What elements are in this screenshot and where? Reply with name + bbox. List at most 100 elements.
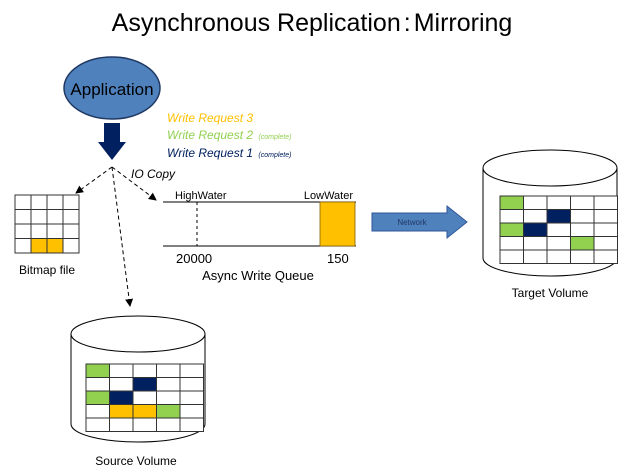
grid-cell (179, 363, 204, 378)
grid-cell (14, 209, 32, 225)
grid-cell (14, 194, 32, 210)
grid-cell (132, 390, 157, 405)
io-copy-label: IO Copy (131, 167, 176, 181)
write-request-2: Write Request 2 (complete) (167, 128, 291, 142)
grid-cell (156, 390, 181, 405)
grid-cell (30, 194, 48, 210)
grid-cell (546, 249, 571, 264)
network-arrow: Network (371, 204, 468, 240)
grid-cell (85, 417, 110, 432)
grid-cell-filled (499, 222, 524, 237)
network-label: Network (397, 218, 427, 227)
target-grid (499, 195, 618, 264)
grid-cell (62, 223, 80, 239)
grid-cell (179, 377, 204, 392)
grid-cell (546, 236, 571, 251)
bitmap-grid (14, 194, 80, 254)
grid-cell (132, 417, 157, 432)
network-arrow-shape (371, 204, 468, 240)
grid-cell (14, 223, 32, 239)
grid-cell (179, 417, 204, 432)
grid-cell (156, 417, 181, 432)
grid-cell (62, 194, 80, 210)
arrow-to-source-volume (111, 166, 134, 307)
grid-cell-filled (109, 390, 134, 405)
queue-fill-block (319, 201, 356, 247)
application-label: Application (70, 80, 153, 99)
grid-cell (46, 194, 64, 210)
grid-cell (523, 249, 548, 264)
grid-cell-filled (546, 209, 571, 224)
low-water-value: 150 (327, 251, 349, 266)
source-cylinder-top (70, 315, 206, 353)
bitmap-label: Bitmap file (19, 263, 75, 277)
grid-cell (132, 363, 157, 378)
grid-cell (523, 195, 548, 210)
grid-cell (62, 209, 80, 225)
grid-cell (14, 238, 32, 254)
grid-cell-filled (523, 222, 548, 237)
application-ellipse (63, 56, 161, 120)
grid-cell (546, 222, 571, 237)
grid-cell (109, 417, 134, 432)
write-request-note: (complete) (258, 134, 291, 141)
target-volume-label: Target Volume (512, 286, 589, 300)
grid-cell-filled (30, 238, 48, 254)
grid-cell (499, 249, 524, 264)
grid-cell (156, 363, 181, 378)
grid-cell (179, 390, 204, 405)
write-request-3: Write Request 3 (167, 111, 253, 125)
grid-cell-filled (85, 390, 110, 405)
grid-cell (523, 236, 548, 251)
queue-label: Async Write Queue (202, 268, 314, 283)
low-water-label: LowWater (304, 190, 353, 202)
grid-cell-filled (570, 236, 595, 251)
grid-cell (109, 377, 134, 392)
grid-cell-filled (156, 404, 181, 419)
source-volume-label: Source Volume (95, 454, 177, 468)
grid-cell (179, 404, 204, 419)
grid-cell-filled (109, 404, 134, 419)
source-volume: Source Volume (70, 315, 206, 468)
grid-cell (570, 209, 595, 224)
application-node: Application (63, 56, 161, 120)
grid-cell (30, 223, 48, 239)
write-request-1: Write Request 1 (complete) (167, 146, 291, 160)
write-request-note: (complete) (258, 152, 291, 159)
grid-cell (523, 209, 548, 224)
grid-cell (85, 377, 110, 392)
target-volume: Target Volume (482, 149, 618, 300)
grid-cell (593, 222, 618, 237)
grid-cell (570, 249, 595, 264)
page-title: Asynchronous Replication:Mirroring (112, 9, 513, 37)
write-request-label: Write Request 3 (167, 111, 253, 125)
arrow-to-bitmap (75, 166, 113, 194)
write-request-label: Write Request 2 (167, 128, 253, 142)
high-water-label: HighWater (175, 190, 227, 202)
arrow-to-queue (111, 166, 157, 201)
grid-cell (499, 209, 524, 224)
grid-cell (546, 195, 571, 210)
title-right: Mirroring (414, 9, 513, 37)
grid-cell (46, 223, 64, 239)
grid-cell (593, 195, 618, 210)
title-left: Asynchronous Replication (112, 9, 401, 37)
io-copy-arrows (75, 166, 157, 307)
down-arrow-icon (98, 123, 126, 160)
grid-cell (62, 238, 80, 254)
grid-cell (156, 377, 181, 392)
grid-cell (593, 209, 618, 224)
grid-cell (593, 249, 618, 264)
target-cylinder-top (482, 149, 618, 187)
grid-cell (570, 222, 595, 237)
grid-cell-filled (132, 404, 157, 419)
write-requests-list: Write Request 3 Write Request 2 (complet… (167, 111, 291, 160)
title-separator: : (404, 9, 411, 37)
grid-cell-filled (132, 377, 157, 392)
grid-cell-filled (85, 363, 110, 378)
grid-cell (85, 404, 110, 419)
source-grid (85, 363, 204, 432)
grid-cell (109, 363, 134, 378)
async-write-queue: HighWater LowWater 20000 150 Async Write… (163, 190, 356, 283)
